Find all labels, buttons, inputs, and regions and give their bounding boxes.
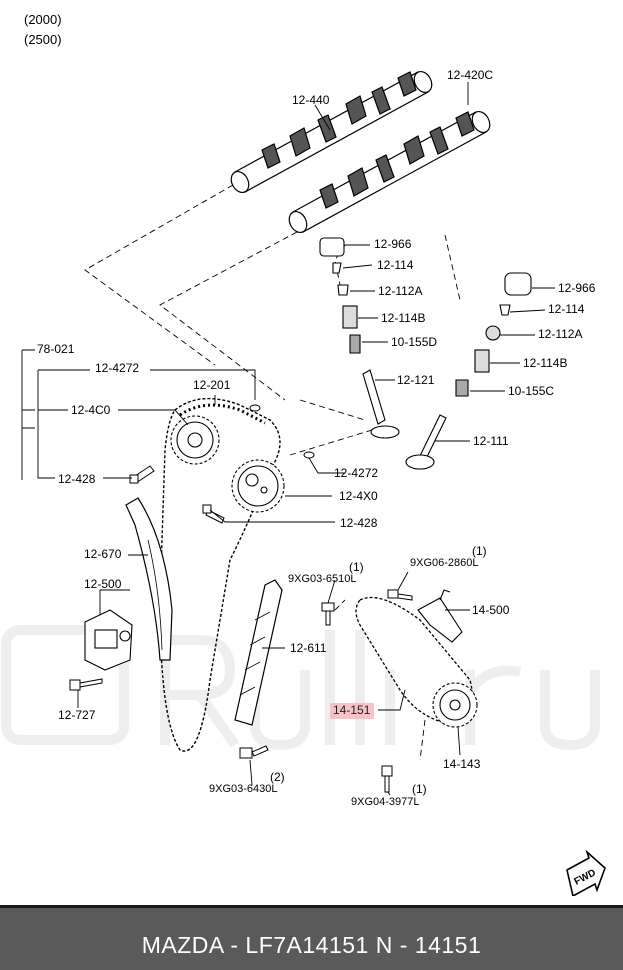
label-14-151[interactable]: 14-151 [333, 703, 371, 717]
label-12-611[interactable]: 12-611 [290, 641, 327, 655]
label-12-114-b[interactable]: 12-114 [548, 302, 585, 316]
label-12-670[interactable]: 12-670 [84, 547, 122, 561]
dashed-guide-lines [84, 184, 461, 761]
valve-train-exhaust [405, 272, 532, 470]
label-9xg03-6430l[interactable]: 9XG03-6430L [209, 783, 278, 795]
camshaft-12-440 [230, 70, 433, 194]
label-12-112a-b[interactable]: 12-112A [538, 327, 583, 341]
variant-2500: (2500) [24, 32, 62, 47]
label-12-114-a[interactable]: 12-114 [377, 258, 414, 272]
label-12-4272-b[interactable]: 12-4272 [334, 466, 379, 480]
label-12-111[interactable]: 12-111 [473, 434, 509, 448]
label-12-114b-b[interactable]: 12-114B [523, 356, 568, 370]
label-14-143[interactable]: 14-143 [443, 757, 481, 771]
label-12-114b-a[interactable]: 12-114B [381, 311, 426, 325]
label-9xg06-2860l[interactable]: 9XG06-2860L [410, 557, 479, 569]
label-10-155d[interactable]: 10-155D [391, 335, 438, 349]
label-9xg03-6430l-qty: (2) [270, 770, 285, 784]
label-12-428-a[interactable]: 12-428 [58, 472, 96, 486]
leader-lines [21, 82, 555, 796]
timing-chain-12-201 [159, 397, 281, 752]
label-14-500[interactable]: 14-500 [472, 603, 510, 617]
label-9xg06-2860l-qty: (1) [472, 544, 487, 558]
sprocket-14-143 [432, 682, 478, 728]
footer-bar: MAZDA - LF7A14151 N - 14151 [0, 905, 623, 970]
label-12-500[interactable]: 12-500 [84, 577, 122, 591]
label-12-420c[interactable]: 12-420C [447, 68, 494, 82]
tensioner-12-500 [84, 609, 133, 671]
bolt-12-727 [69, 678, 103, 691]
label-9xg04-3977l-qty: (1) [412, 782, 427, 796]
sprocket-12-4c0 [170, 415, 220, 465]
bolt-9xg04-3977l [381, 765, 393, 793]
footer-part-number: MAZDA - LF7A14151 N - 14151 [141, 932, 482, 958]
highlight-14-151 [330, 703, 374, 719]
label-12-201[interactable]: 12-201 [193, 378, 231, 392]
label-12-966-a[interactable]: 12-966 [374, 237, 412, 251]
bolt-9xg03-6510l [321, 602, 335, 626]
chain-guide-12-611 [234, 579, 283, 726]
watermark-logo [1, 625, 600, 751]
diagram-drawing [1, 70, 600, 796]
bolt-9xg03-6430l [239, 745, 269, 759]
label-12-4c0[interactable]: 12-4C0 [71, 403, 111, 417]
parts-diagram: (2000) (2500) 12-440 12-420C 12-966 12-1… [1, 12, 606, 896]
washer-12-4272 [249, 404, 315, 459]
camshaft-12-420c [288, 110, 491, 234]
label-12-4x0[interactable]: 12-4X0 [339, 489, 378, 503]
sprocket-12-4x0 [231, 459, 285, 513]
tensioner-14-500 [417, 589, 463, 643]
oil-pump-chain-14-151 [355, 596, 474, 726]
label-9xg03-6510l-qty: (1) [349, 560, 364, 574]
bolts-12-428 [129, 465, 225, 524]
label-12-428-b[interactable]: 12-428 [340, 516, 378, 530]
label-12-4272-a[interactable]: 12-4272 [95, 361, 140, 375]
valve-train-intake [319, 237, 400, 439]
label-9xg04-3977l[interactable]: 9XG04-3977L [351, 796, 420, 808]
bolt-9xg06-2860l [387, 589, 413, 601]
variant-2000: (2000) [24, 12, 62, 27]
label-9xg03-6510l[interactable]: 9XG03-6510L [288, 573, 357, 585]
label-78-021[interactable]: 78-021 [37, 342, 75, 356]
label-12-440[interactable]: 12-440 [292, 93, 330, 107]
label-12-966-b[interactable]: 12-966 [558, 281, 596, 295]
label-12-727[interactable]: 12-727 [58, 708, 96, 722]
label-12-121[interactable]: 12-121 [397, 373, 435, 387]
label-10-155c[interactable]: 10-155C [508, 384, 555, 398]
label-12-112a-a[interactable]: 12-112A [378, 284, 423, 298]
tensioner-arm-12-670 [125, 497, 173, 661]
